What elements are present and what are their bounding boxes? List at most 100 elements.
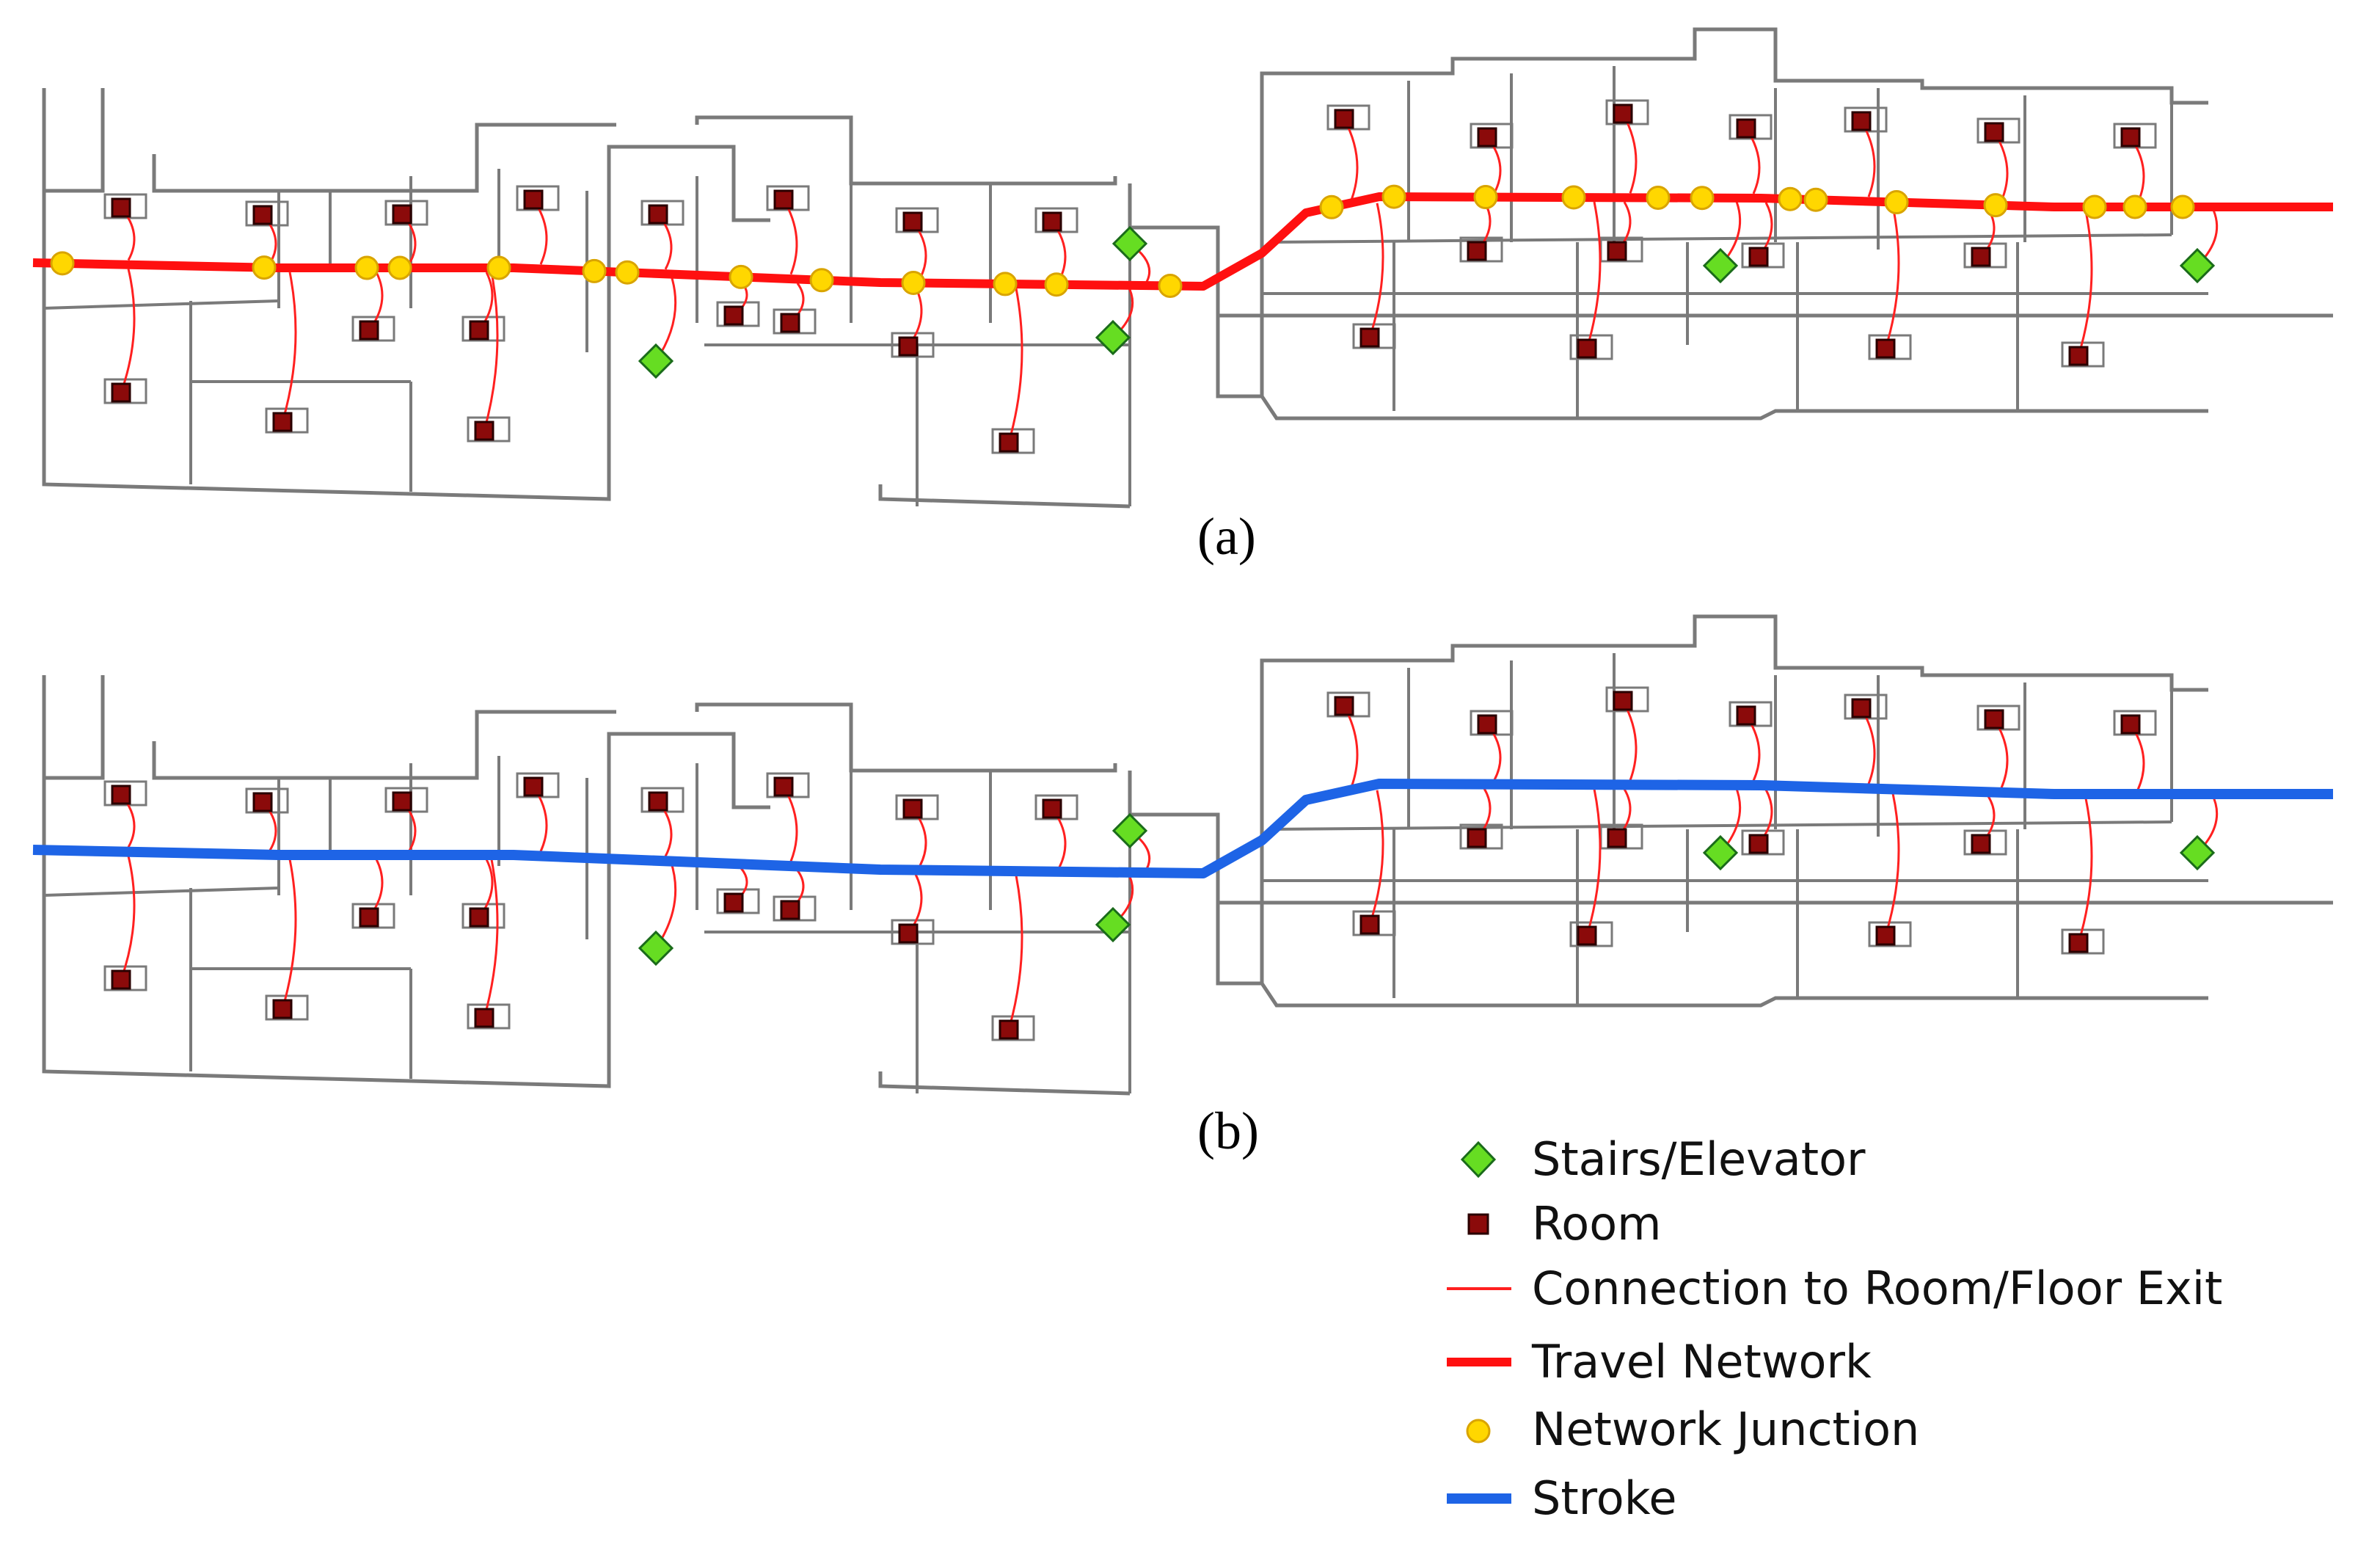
room-label-box <box>516 772 560 798</box>
room-connection-line <box>1343 118 1359 201</box>
room-icon <box>1334 696 1354 716</box>
room-connection-line <box>1007 875 1023 1030</box>
room-label-box <box>895 207 939 233</box>
travel-network-line-icon <box>1447 1358 1511 1366</box>
room-icon <box>469 320 489 341</box>
network-junction-icon <box>901 271 926 296</box>
room-connection-line <box>483 859 499 1019</box>
room-connection-line <box>281 859 297 1010</box>
room-connection-line <box>483 272 499 432</box>
wall-outline <box>152 710 616 780</box>
room-icon <box>1359 327 1380 348</box>
room-connection-line <box>1884 205 1900 349</box>
room-connection-line <box>120 269 136 393</box>
room-label-box <box>245 200 289 227</box>
legend-label: Network Junction <box>1532 1402 1920 1456</box>
room-connection-line <box>281 272 297 423</box>
room-icon <box>780 900 800 920</box>
room-icon <box>1736 118 1756 139</box>
network-junction-icon <box>486 255 511 280</box>
stairs-elevator-icon <box>638 343 674 379</box>
room-icon <box>252 205 273 225</box>
room-icon <box>1477 127 1497 148</box>
room-icon <box>1477 714 1497 735</box>
room-icon <box>111 197 131 218</box>
room-label-box <box>1741 242 1785 269</box>
room-label-box <box>640 200 685 226</box>
room-icon <box>723 892 744 913</box>
room-label-box <box>1729 114 1773 140</box>
room-icon <box>2068 933 2089 953</box>
network-junction-icon <box>387 255 412 280</box>
legend-item-travel: Travel Network <box>1438 1329 2362 1395</box>
room-connection-line <box>1621 700 1638 781</box>
stairs-elevator-icon <box>1111 225 1148 262</box>
room-icon <box>1607 828 1627 848</box>
wall-outline <box>1260 614 2208 983</box>
legend-item-stroke: Stroke <box>1438 1466 2362 1532</box>
room-connection-line <box>1007 288 1023 443</box>
room-label-box <box>891 919 935 945</box>
room-label-box <box>245 787 289 814</box>
network-junction-icon <box>993 272 1018 296</box>
stairs-elevator-icon <box>1702 834 1739 871</box>
network-junction-icon <box>50 251 75 276</box>
room-icon <box>723 305 744 326</box>
interior-wall <box>1269 820 2172 831</box>
room-connection-line <box>2077 798 2093 944</box>
room-connection-line <box>1585 201 1602 349</box>
stairs-elevator-icon <box>1460 1140 1497 1179</box>
room-icon <box>1577 925 1597 946</box>
legend-label: Stroke <box>1532 1471 1677 1525</box>
room-icon <box>111 382 131 403</box>
room-connection-line <box>1368 203 1384 338</box>
room-icon <box>111 785 131 805</box>
room-label-box <box>384 200 428 226</box>
network-junction-icon <box>2170 194 2195 219</box>
wall-outline <box>152 123 616 193</box>
connection-line-icon <box>1447 1287 1511 1290</box>
room-icon <box>1467 241 1487 261</box>
stairs-elevator-icon <box>638 930 674 967</box>
room-label-box <box>461 316 505 342</box>
room-icon <box>780 313 800 333</box>
wall-outline <box>42 88 105 193</box>
room-icon <box>902 798 923 819</box>
room-icon <box>1748 834 1769 854</box>
room-icon <box>1607 241 1627 261</box>
room-connection-line <box>2077 211 2093 357</box>
room-icon <box>523 189 544 210</box>
room-icon <box>898 923 919 944</box>
room-connection-line <box>1368 790 1384 925</box>
network-junction-icon <box>1381 184 1406 209</box>
room-label-box <box>461 903 505 929</box>
room-icon <box>359 907 379 928</box>
room-icon <box>773 189 794 210</box>
wall-outline <box>695 702 1117 773</box>
room-icon <box>1748 247 1769 267</box>
room-icon <box>523 776 544 797</box>
network-junction-icon <box>2082 194 2107 219</box>
wall-outline <box>1260 27 2208 396</box>
room-icon <box>1467 828 1487 848</box>
network-junction-icon <box>1646 185 1671 210</box>
network-junction-icon <box>729 264 753 289</box>
panel-b-stroke-network <box>32 614 2333 1096</box>
room-connection-line <box>1621 113 1638 194</box>
wall-outline <box>42 675 105 780</box>
room-label-box <box>2113 123 2157 149</box>
room-label-box <box>384 787 428 813</box>
room-icon <box>1851 698 1872 718</box>
network-junction-icon <box>1044 272 1069 297</box>
room-icon <box>648 204 668 225</box>
room-label-box <box>773 308 817 335</box>
stairs-elevator-icon <box>2179 247 2216 284</box>
room-label-box <box>351 903 395 929</box>
wall-outline <box>878 484 1131 509</box>
legend: Stairs/Elevator Room Connection to Room/… <box>1438 1126 2362 1537</box>
room-label-box <box>1741 829 1785 856</box>
legend-item-junction: Network Junction <box>1438 1397 2362 1463</box>
room-label-box <box>640 787 685 813</box>
room-connection-line <box>1343 705 1359 788</box>
